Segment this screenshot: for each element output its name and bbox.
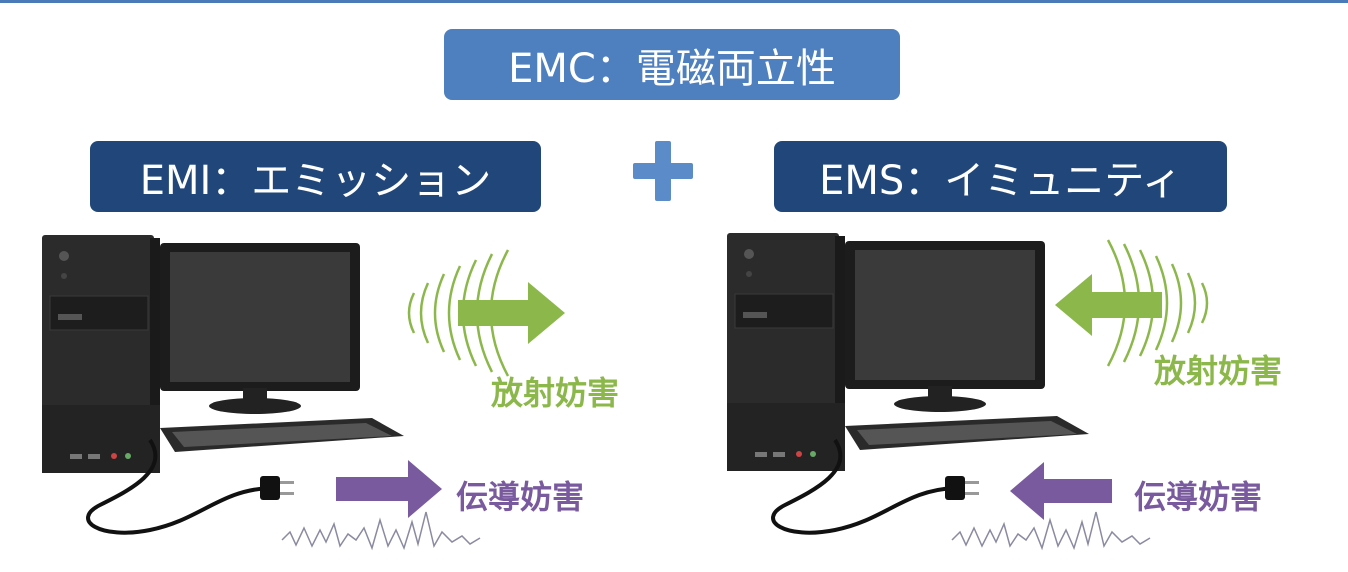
left-radiated-label: 放射妨害: [491, 374, 620, 412]
left-pc-monitor: [160, 243, 360, 414]
left-conducted-arrow: [336, 460, 442, 518]
right-pc-tower: [727, 233, 845, 471]
plus-icon: [633, 141, 693, 201]
right-radiated-label: 放射妨害: [1154, 352, 1283, 390]
right-pc-monitor: [845, 241, 1045, 412]
right-conducted-label: 伝導妨害: [1134, 478, 1263, 516]
top-divider-line: [0, 0, 1348, 3]
left-radiated-arrow: [458, 282, 565, 344]
left-pc-keyboard: [160, 418, 404, 452]
right-radiated-arrow: [1055, 274, 1162, 336]
left-noise-waveform: [281, 511, 481, 551]
left-pc-tower: [42, 235, 160, 473]
right-noise-waveform: [951, 511, 1151, 551]
left-power-cable: [86, 438, 294, 535]
right-power-cable: [771, 438, 979, 535]
emc-title: EMC：電磁両立性: [444, 29, 900, 100]
right-pc-keyboard: [845, 416, 1089, 450]
ems-header: EMS：イミュニティ: [774, 141, 1227, 212]
emi-header: EMI：エミッション: [90, 141, 541, 212]
left-conducted-label: 伝導妨害: [456, 478, 585, 516]
right-conducted-arrow: [1010, 462, 1112, 520]
